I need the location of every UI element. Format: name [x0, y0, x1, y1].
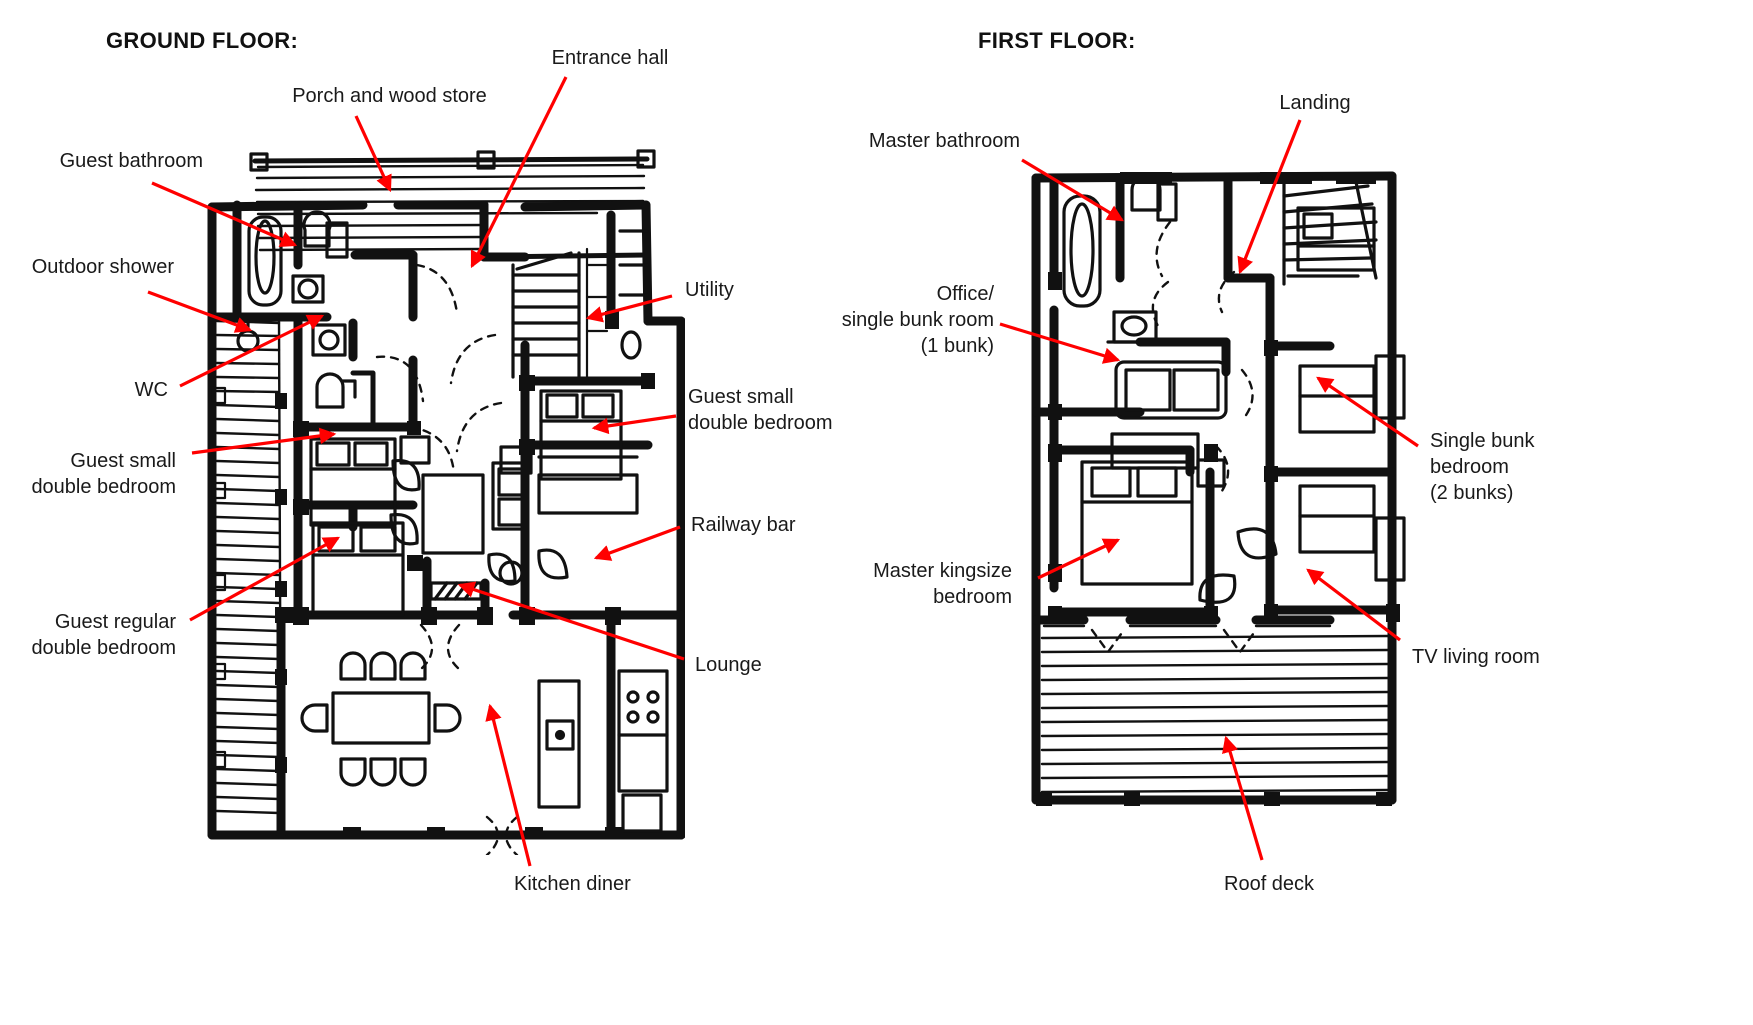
wc-sink-icon: [311, 323, 347, 357]
kitchen-island: [537, 679, 581, 809]
roof-deck-walls: [1031, 615, 1397, 805]
bedside-table-left-1: [399, 435, 431, 465]
tv-armchair-2: [1198, 573, 1237, 604]
label-office-single-bunk-room: Office/ single bunk room (1 bunk): [841, 283, 994, 357]
dining-chairs-top: [339, 651, 427, 681]
sink-icon-guest-bath: [291, 274, 325, 304]
label-guest-regular-double-bedroom: Guest regular double bedroom: [31, 611, 176, 659]
label-wc: WC: [134, 379, 168, 401]
roof-deck-steps: [1090, 628, 1258, 654]
roof-deck-hatch: [1040, 624, 1390, 794]
guest-small-double-right-walls: [520, 376, 653, 450]
bunk-bed-right-1: [1298, 364, 1376, 434]
boardwalk-hatch: [215, 317, 283, 831]
label-guest-small-double-bedroom-left: Guest small double bedroom: [31, 450, 176, 498]
ground-floor-title: GROUND FLOOR:: [106, 28, 299, 53]
lounge-rug: [421, 473, 485, 555]
dining-table: [331, 691, 431, 745]
label-tv-living-room: TV living room: [1412, 646, 1540, 668]
label-landing: Landing: [1279, 92, 1351, 114]
label-guest-bathroom: Guest bathroom: [59, 150, 203, 172]
wc-partition: [350, 370, 376, 430]
label-utility: Utility: [685, 279, 734, 301]
ground-exterior-walls: [207, 200, 685, 840]
label-lounge: Lounge: [695, 654, 762, 676]
ground-floor-plan-drawing: [207, 149, 685, 855]
armchair-1: [391, 458, 421, 492]
bed-regular-double: [311, 521, 405, 617]
dining-chairs-sides: [300, 703, 462, 733]
bedside-table-right: [499, 445, 533, 475]
guest-bathroom-walls: [207, 200, 332, 322]
bathtub-icon: [247, 215, 283, 307]
label-master-kingsize-bedroom: Master kingsize bedroom: [873, 560, 1012, 608]
office-walls: [1049, 337, 1231, 593]
landing-walls: [1223, 173, 1275, 351]
label-kitchen-diner: Kitchen diner: [514, 873, 631, 895]
landing-door-swings: [1214, 270, 1254, 496]
kitchen-run-counter: [617, 669, 669, 833]
label-master-bathroom: Master bathroom: [868, 130, 1020, 152]
armchair-3: [487, 552, 517, 584]
first-floor-plan-drawing: [1031, 171, 1406, 806]
master-bathroom-door: [1151, 220, 1172, 328]
label-guest-small-double-bedroom-right: Guest small double bedroom: [688, 386, 833, 434]
single-bunk-bedroom-walls: [1265, 341, 1397, 477]
label-entrance-hall: Entrance hall: [551, 47, 669, 69]
master-bathtub-icon: [1062, 194, 1102, 308]
wc-toilet-icon: [315, 372, 357, 409]
master-kingsize-bed: [1080, 460, 1194, 586]
bench-hatched: [429, 581, 483, 601]
label-single-bunk-bedroom: Single bunk bedroom (2 bunks): [1430, 430, 1535, 504]
toilet-icon-guest-bath: [302, 210, 349, 259]
label-roof-deck: Roof deck: [1224, 873, 1315, 895]
first-floor-title: FIRST FLOOR:: [978, 28, 1136, 53]
stair-rail: [585, 247, 609, 385]
bar-counter: [537, 455, 639, 515]
bunk-bed-right-2: [1298, 484, 1376, 554]
armchair-4: [537, 548, 569, 580]
label-outdoor-shower: Outdoor shower: [31, 256, 174, 278]
master-kingsize-walls: [1049, 445, 1215, 617]
entrance-hall-door-swings: [375, 263, 503, 475]
office-sofa: [1114, 360, 1228, 420]
armchair-2: [389, 512, 419, 546]
tv-armchair: [1236, 527, 1278, 560]
label-railway-bar: Railway bar: [691, 514, 796, 536]
kitchen-door-swings: [419, 623, 519, 855]
label-porch-and-wood-store: Porch and wood store: [292, 85, 487, 107]
kitchen-diner-walls: [276, 610, 685, 840]
dining-chairs-bottom: [339, 757, 427, 787]
bed-right-small-double: [539, 389, 623, 481]
